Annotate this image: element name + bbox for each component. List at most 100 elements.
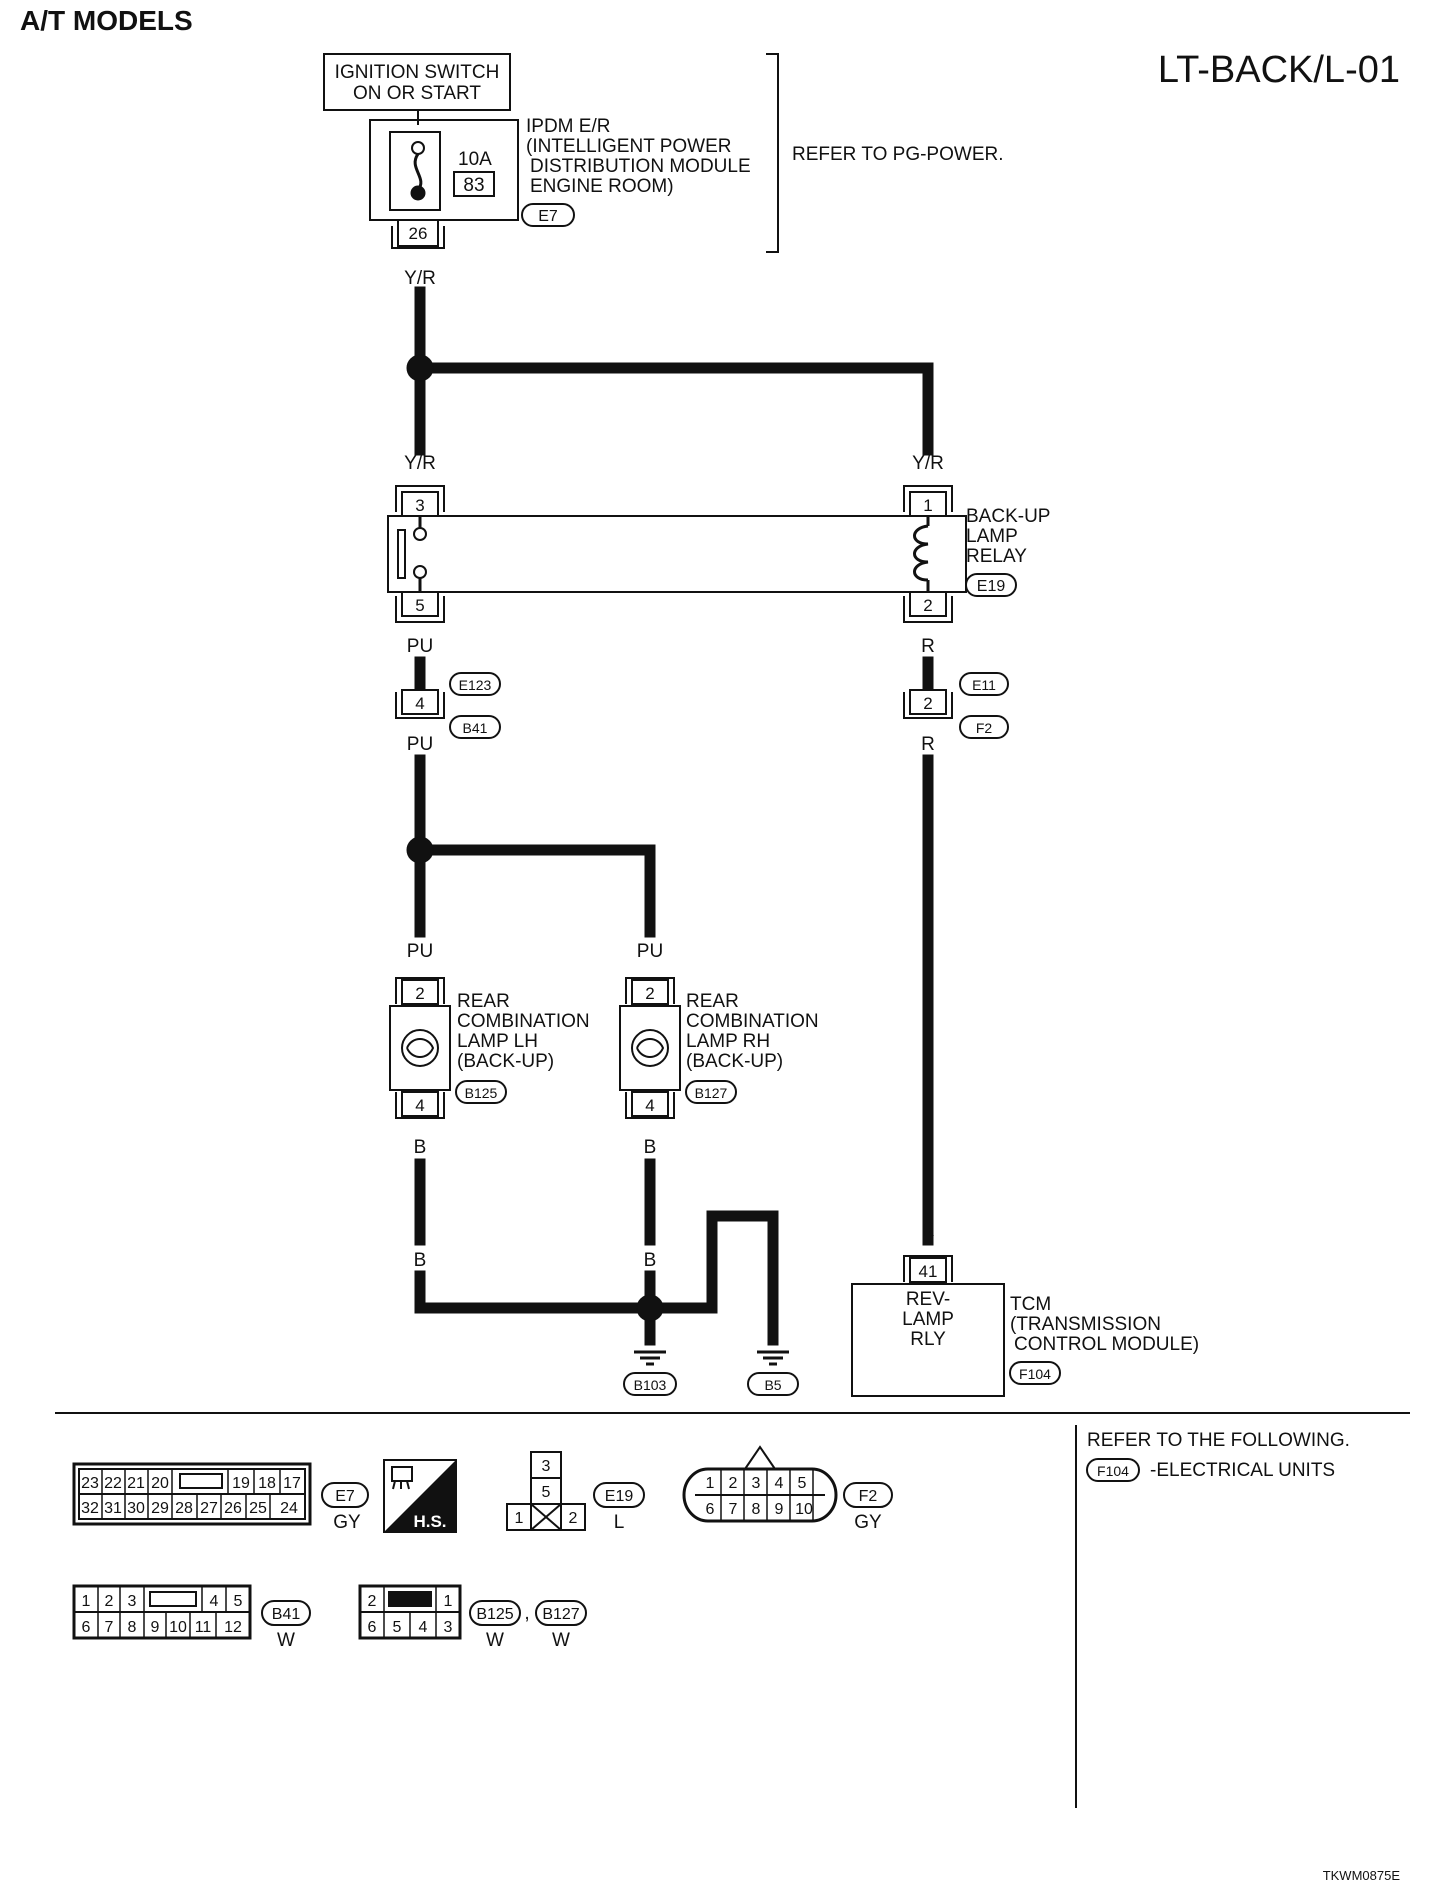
svg-text:1: 1 <box>515 1510 524 1527</box>
svg-text:B103: B103 <box>634 1377 667 1393</box>
refer-power-note: REFER TO PG-POWER. <box>792 144 1004 165</box>
ipdm-label-1: IPDM E/R <box>526 116 610 137</box>
tcm-label-1: TCM <box>1010 1294 1051 1315</box>
svg-text:7: 7 <box>105 1619 114 1636</box>
connector-face-b41: 1 2 3 4 5 6 7 8 9 10 11 12 <box>72 1584 252 1640</box>
svg-text:B5: B5 <box>764 1377 781 1393</box>
wire-color-b-lh-low: B <box>414 1250 427 1271</box>
wire-b-lh-ground <box>414 1270 656 1314</box>
tcm-inner-3: RLY <box>910 1329 946 1350</box>
tcm-pin-41: 41 <box>919 1262 938 1281</box>
svg-text:3: 3 <box>752 1475 761 1492</box>
wire-color-pu-lh: PU <box>407 941 433 962</box>
connector-tag-e11 <box>959 672 1009 696</box>
connector-color-b41: W <box>277 1630 295 1651</box>
relay-pin-2: 2 <box>923 596 932 615</box>
relay-pin-5: 5 <box>415 596 424 615</box>
connector-tag-b41 <box>449 715 501 739</box>
ground-tag-b103 <box>623 1372 677 1396</box>
svg-text:B41: B41 <box>463 720 488 736</box>
svg-text:10: 10 <box>169 1619 187 1636</box>
svg-text:6: 6 <box>368 1619 377 1636</box>
svg-text:B41: B41 <box>272 1606 301 1623</box>
joint-right-pin: 2 <box>923 694 932 713</box>
relay-label-2: LAMP <box>966 526 1018 547</box>
svg-text:10: 10 <box>795 1501 813 1518</box>
svg-text:4: 4 <box>210 1593 219 1610</box>
svg-text:5: 5 <box>798 1475 807 1492</box>
svg-text:3: 3 <box>444 1619 453 1636</box>
connector-color-e7: GY <box>333 1512 361 1533</box>
relay-label-3: RELAY <box>966 546 1027 567</box>
tcm-label-2: (TRANSMISSION <box>1010 1314 1161 1335</box>
wire-color-yr-left: Y/R <box>404 453 436 474</box>
lamp-lh-pin-2: 2 <box>415 984 424 1003</box>
connector-tag-b127 <box>685 1080 737 1104</box>
lamp-lh-label-1: REAR <box>457 991 510 1012</box>
tcm-inner-1: REV- <box>906 1289 950 1310</box>
svg-text:H.S.: H.S. <box>413 1512 446 1531</box>
lamp-lh-label-4: (BACK-UP) <box>457 1051 554 1072</box>
svg-text:E123: E123 <box>459 677 492 693</box>
connector-face-tag-b127 <box>535 1600 587 1626</box>
connector-face-tag-b41 <box>261 1600 311 1626</box>
svg-text:5: 5 <box>234 1593 243 1610</box>
svg-text:4: 4 <box>775 1475 784 1492</box>
svg-text:6: 6 <box>706 1501 715 1518</box>
svg-text:32: 32 <box>81 1500 99 1517</box>
svg-text:17: 17 <box>283 1475 301 1492</box>
svg-text:9: 9 <box>151 1619 160 1636</box>
svg-text:18: 18 <box>258 1475 276 1492</box>
wire-pu-branch <box>414 844 656 938</box>
ipdm-label-4: ENGINE ROOM) <box>530 176 674 197</box>
svg-text:2: 2 <box>569 1510 578 1527</box>
svg-text:6: 6 <box>82 1619 91 1636</box>
svg-text:4: 4 <box>419 1619 428 1636</box>
ipdm-pin <box>397 219 439 247</box>
bulb-rh-icon <box>631 1029 669 1067</box>
ground-tag-b5 <box>747 1372 799 1396</box>
svg-text:B127: B127 <box>695 1085 728 1101</box>
svg-text:31: 31 <box>104 1500 122 1517</box>
wire-b-loop <box>644 1210 779 1346</box>
connector-face-tag-e19 <box>593 1482 645 1508</box>
svg-text:5: 5 <box>393 1619 402 1636</box>
relay-switch-icon <box>397 529 406 579</box>
svg-text:1: 1 <box>706 1475 715 1492</box>
connector-tag-b125 <box>455 1080 507 1104</box>
lamp-rh-label-3: LAMP RH <box>686 1031 770 1052</box>
svg-text:2: 2 <box>729 1475 738 1492</box>
svg-text:E7: E7 <box>335 1488 355 1505</box>
relay-pin-3: 3 <box>415 496 424 515</box>
wire-color-r-tcm: R <box>921 1220 935 1241</box>
refer-bracket <box>766 53 779 253</box>
connector-color-f2: GY <box>854 1512 882 1533</box>
ignition-label-1: IGNITION SWITCH <box>335 62 500 83</box>
svg-text:8: 8 <box>128 1619 137 1636</box>
fuse-terminal-top <box>411 141 425 155</box>
ignition-switch-box <box>323 53 511 111</box>
lamp-rh-label-2: COMBINATION <box>686 1011 819 1032</box>
svg-text:E11: E11 <box>972 677 996 693</box>
relay-label-1: BACK-UP <box>966 506 1050 527</box>
lamp-lh-label-3: LAMP LH <box>457 1031 538 1052</box>
connector-tag-e7 <box>521 203 575 227</box>
connector-face-tag-f2 <box>843 1482 893 1508</box>
svg-text:11: 11 <box>195 1619 212 1636</box>
svg-text:26: 26 <box>224 1500 242 1517</box>
wire-color-yr-top: Y/R <box>404 268 436 289</box>
fuse-number: 83 <box>463 175 484 196</box>
tcm-label-3: CONTROL MODULE) <box>1014 1334 1199 1355</box>
svg-text:3: 3 <box>542 1458 551 1475</box>
svg-text:30: 30 <box>127 1500 145 1517</box>
svg-text:2: 2 <box>105 1593 114 1610</box>
svg-text:3: 3 <box>128 1593 137 1610</box>
wire-color-b-rh: B <box>644 1137 657 1158</box>
connector-tag-f2 <box>959 715 1009 739</box>
svg-text:B125: B125 <box>476 1606 513 1623</box>
svg-text:9: 9 <box>775 1501 784 1518</box>
splice-point-pu <box>406 836 434 864</box>
svg-text:F2: F2 <box>976 720 993 736</box>
relay-pin-1: 1 <box>923 496 932 515</box>
